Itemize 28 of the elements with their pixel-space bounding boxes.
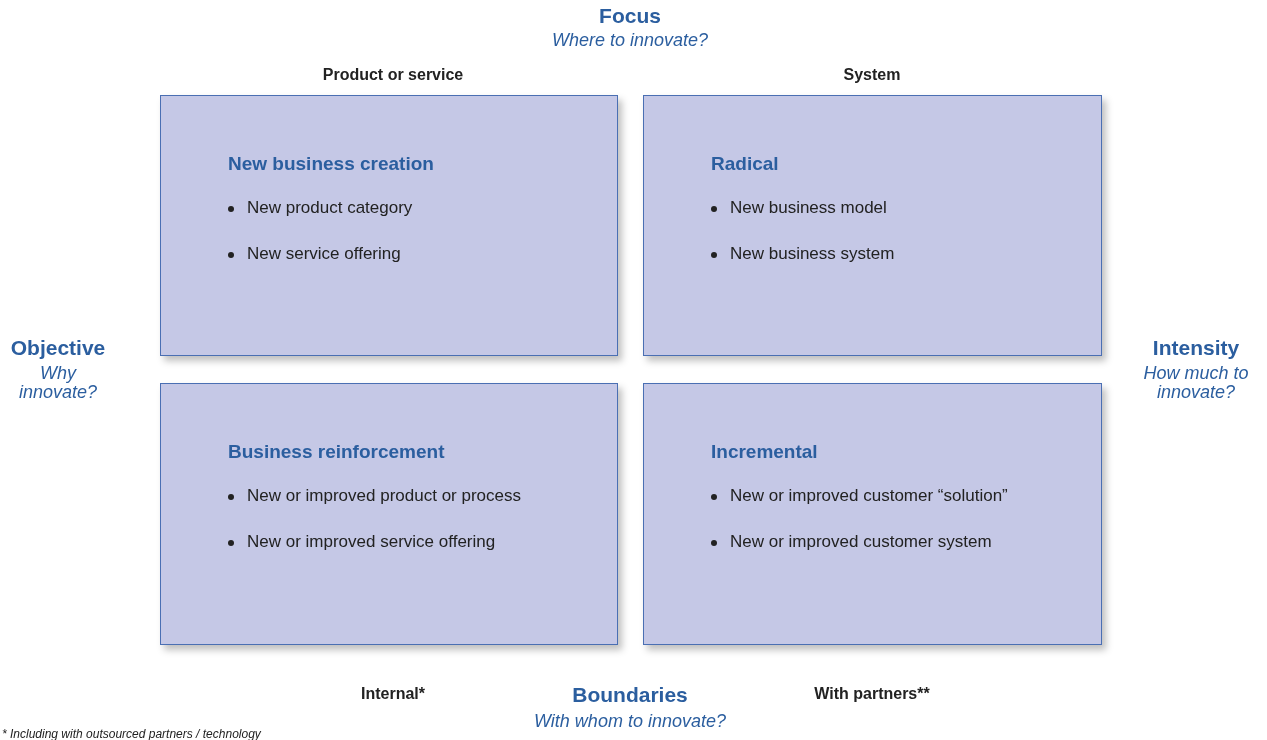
axis-question: Why innovate? xyxy=(17,364,99,402)
bullet-text: New business model xyxy=(730,198,887,217)
axis-question: How much to innovate? xyxy=(1142,364,1250,402)
bullet-text: New service offering xyxy=(247,244,401,263)
quadrant-heading: Business reinforcement xyxy=(228,441,445,463)
bullet-text: New or improved customer “solution” xyxy=(730,486,1008,505)
quadrant-box xyxy=(643,95,1102,356)
column-label: With partners** xyxy=(814,685,930,703)
axis-question: Where to innovate? xyxy=(551,31,709,50)
axis-question: With whom to innovate? xyxy=(534,712,726,731)
quadrant-box xyxy=(643,383,1102,645)
bullet-text: New or improved service offering xyxy=(247,532,496,551)
column-label: Product or service xyxy=(322,66,464,84)
bullet-text: New or improved customer system xyxy=(730,532,992,551)
footnote: * Including with outsourced partners / technology xyxy=(2,727,261,740)
axis-title: Intensity xyxy=(1152,336,1240,360)
bullet-text: New product category xyxy=(247,198,413,217)
quadrant-box xyxy=(160,383,618,645)
quadrant-heading: Incremental xyxy=(711,441,818,463)
quadrant-heading: Radical xyxy=(711,153,779,175)
column-label: Internal* xyxy=(361,685,425,703)
bullet-text: New business system xyxy=(730,244,895,263)
axis-title: Focus xyxy=(599,4,661,28)
quadrant-box xyxy=(160,95,618,356)
axis-title: Boundaries xyxy=(572,683,688,707)
bullet-text: New or improved product or process xyxy=(247,486,521,505)
axis-title: Objective xyxy=(10,336,106,360)
quadrant-heading: New business creation xyxy=(228,153,434,175)
